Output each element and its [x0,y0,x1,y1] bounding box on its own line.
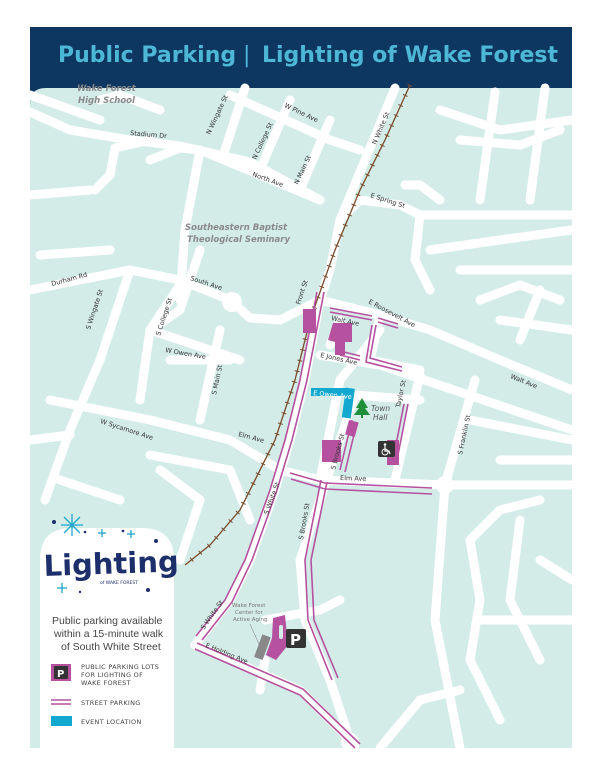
label-elm-ave-east: Elm Ave [340,474,366,483]
legend-panel [40,528,174,748]
parking-lot[interactable] [303,309,316,333]
svg-text:STREET PARKING: STREET PARKING [81,699,141,707]
label-seminary: Southeastern Baptist [185,223,288,233]
legend-note: Public parking available [52,615,162,627]
parking-lot[interactable] [322,440,341,462]
event-location-brooks[interactable] [341,387,355,419]
svg-text:PUBLIC PARKING LOTS: PUBLIC PARKING LOTS [81,663,159,671]
parking-lot[interactable] [328,323,352,355]
parking-icon: P [286,629,306,649]
label-high-school: Wake Forest [77,84,137,94]
legend-note: within a 15-minute walk [53,628,164,640]
svg-text:P: P [57,669,64,680]
svg-text:P: P [290,631,301,649]
legend-item-lots: P PUBLIC PARKING LOTS FOR LIGHTING OF WA… [51,663,159,687]
railroad [183,83,413,567]
roads [25,83,577,753]
town-hall-label: Hall [373,413,388,422]
town-hall-label: Town [371,404,390,413]
label-stadium-dr: Stadium Dr [130,129,168,140]
label-high-school: High School [78,96,136,106]
wheelchair-icon [378,441,395,457]
title-divider: | [243,43,250,68]
legend-item-event-location: EVENT LOCATION [51,716,142,726]
svg-text:EVENT LOCATION: EVENT LOCATION [81,718,142,726]
christmas-tree-icon [354,398,370,418]
legend-item-street-parking: STREET PARKING [51,699,141,707]
legend-note: of South White Street [61,641,161,653]
label-aging-center: Wake Forest [232,603,266,609]
svg-text:WAKE FOREST: WAKE FOREST [81,679,131,687]
svg-text:FOR LIGHTING OF: FOR LIGHTING OF [81,671,143,679]
logo-subtitle: of WAKE FOREST [100,580,138,586]
title-lighting: Lighting of Wake Forest [262,43,559,68]
logo: Lighting of WAKE FOREST [43,514,179,594]
logo-lighting: Lighting [43,544,179,583]
event-location-e-owen-ave[interactable] [311,388,348,396]
aging-center-building [254,634,271,660]
label-aging-center: Center for [235,610,264,616]
parking-lot[interactable] [345,419,359,438]
parking-lots [254,309,399,660]
street-parking [194,291,433,749]
label-seminary: Theological Seminary [187,235,290,245]
title-public-parking: Public Parking [58,43,236,68]
label-aging-center: Active Aging [233,617,268,623]
snowflake-icon [57,514,135,593]
